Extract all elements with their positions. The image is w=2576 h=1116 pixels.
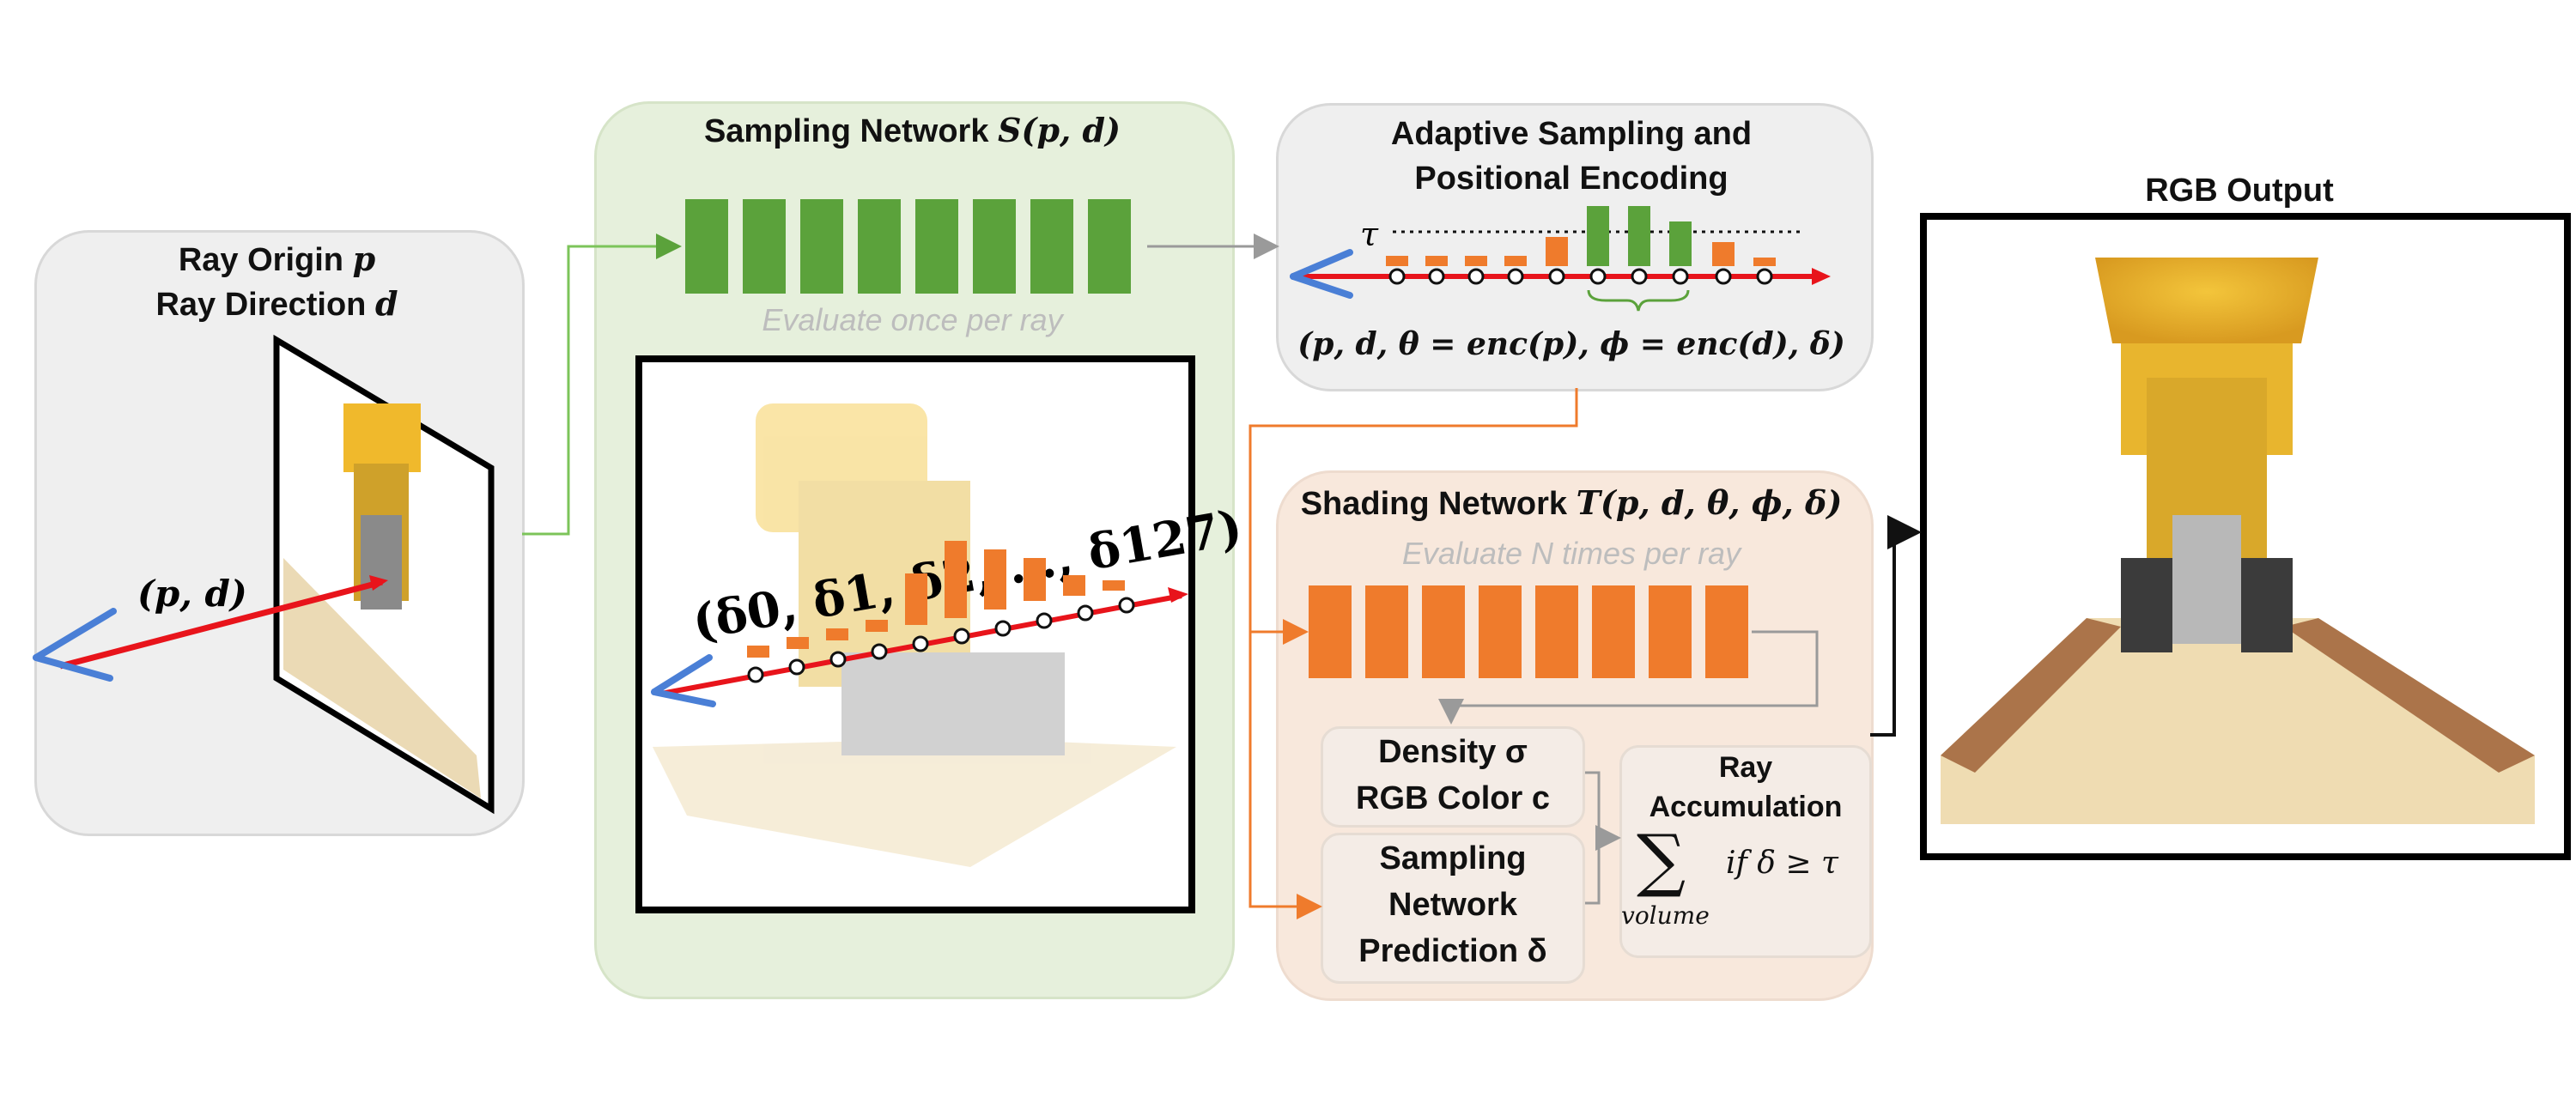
ray-origin-label: Ray Origin p [52, 237, 502, 282]
shading-network-layers [1309, 585, 1748, 678]
ray-accumulation-line2: Accumulation [1649, 791, 1843, 823]
ray-accumulation-box: Ray Accumulation [1619, 745, 1872, 958]
arrow-to-sampling-prediction [1249, 632, 1322, 919]
sampling-prediction-line2: Network [1388, 887, 1517, 923]
rgb-output-image [1941, 258, 2535, 824]
sum-subscript: volume [1621, 901, 1710, 930]
encoding-formula: (p, d, θ = enc(p), ϕ = enc(d), δ) [1297, 326, 1845, 362]
arrow-shading-to-outputs [1438, 630, 1819, 725]
sampling-network-symbol: S(p, d) [998, 111, 1121, 149]
shading-network-title-text: Shading Network [1300, 486, 1568, 522]
sum-symbol: ∑ [1637, 820, 1686, 900]
adaptive-points [1388, 268, 1773, 285]
sampling-prediction-line1: Sampling [1379, 840, 1527, 876]
sampling-network-title-text: Sampling Network [703, 113, 989, 149]
sampling-network-title: Sampling Network S(p, d) [601, 108, 1224, 154]
sampling-caption: Evaluate once per ray [762, 302, 1063, 337]
accumulation-condition: if δ ≥ τ [1726, 846, 1838, 881]
sampling-prediction-line3: Prediction δ [1358, 933, 1547, 969]
camera-icon [33, 608, 117, 682]
sampling-network-layers [685, 199, 1131, 294]
sampling-camera-icon [651, 654, 716, 707]
shading-caption: Evaluate N times per ray [1401, 536, 1741, 571]
ray-direction-text: Ray Direction [155, 287, 367, 323]
sampling-scene-frame [635, 355, 1195, 913]
arrow-ray-to-sampling [522, 234, 682, 536]
adaptive-camera-icon [1290, 249, 1353, 299]
adaptive-bars [1386, 206, 1776, 266]
sampling-bars [747, 541, 1125, 658]
arrow-adaptive-to-shading [1249, 388, 1578, 645]
input-ray [59, 579, 383, 670]
image-plane [273, 334, 495, 815]
shading-network-title: Shading Network T(p, d, θ, ϕ, δ) [1279, 481, 1863, 526]
ray-pd-label: (p, d) [137, 573, 247, 615]
density-label: Density σ [1378, 734, 1528, 770]
ray-origin-symbol: p [352, 240, 376, 278]
sampling-points [747, 597, 1135, 683]
shading-network-symbol: T(p, d, θ, ϕ, δ) [1576, 483, 1843, 522]
ray-direction-label: Ray Direction d [52, 282, 502, 327]
adaptive-title-line1: Adaptive Sampling and [1390, 116, 1753, 152]
tau-label: τ [1360, 215, 1379, 253]
adaptive-title-line2: Positional Encoding [1414, 161, 1728, 197]
rgb-color-label: RGB Color c [1356, 780, 1550, 816]
arrow-shading-to-output [1870, 515, 1922, 737]
density-color-box: Density σ RGB Color c [1321, 726, 1585, 828]
sampling-prediction-box: Sampling Network Prediction δ [1321, 833, 1585, 984]
ray-origin-text: Ray Origin [178, 242, 343, 278]
rgb-output-title: RGB Output [2145, 173, 2334, 209]
ray-accumulation-line1: Ray [1718, 751, 1773, 784]
selected-samples-brace [1587, 289, 1690, 312]
bracket-to-accumulation [1585, 771, 1601, 905]
ray-direction-symbol: d [374, 284, 398, 323]
adaptive-sampling-panel [1276, 103, 1874, 391]
